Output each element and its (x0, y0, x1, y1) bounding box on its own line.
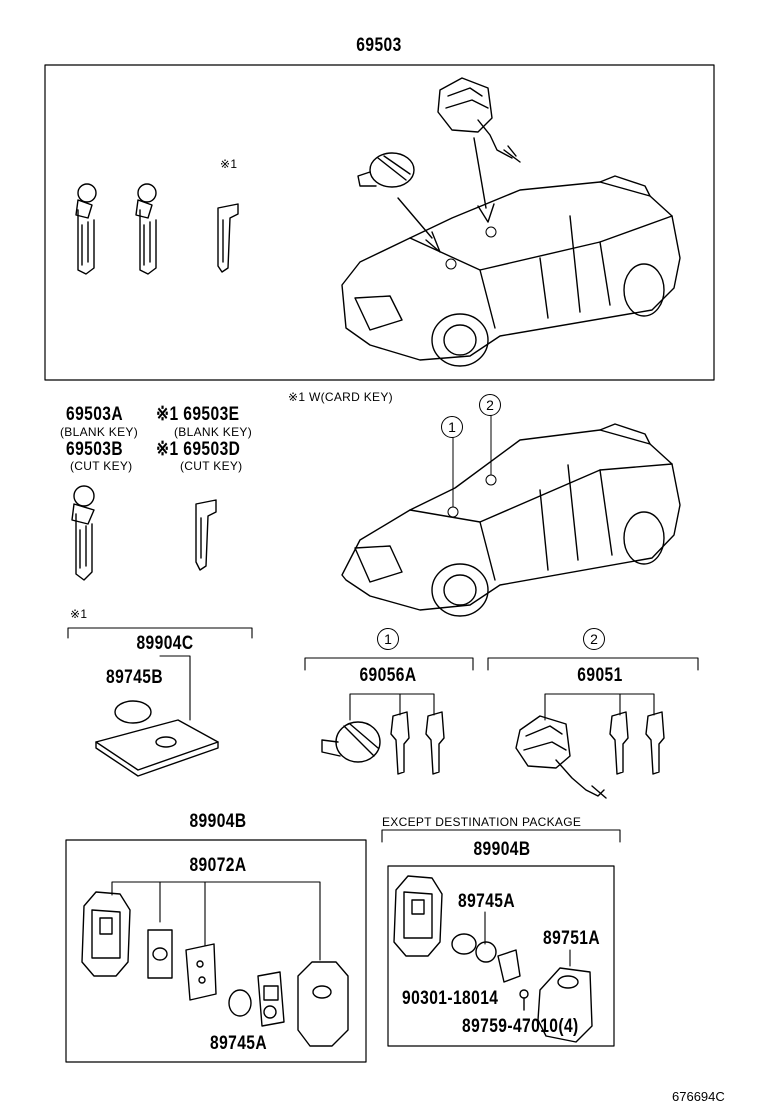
top-key-middle (135, 183, 157, 275)
label-top-assembly: 69503 (356, 35, 402, 56)
emergency-key-blade (147, 929, 173, 979)
top-card-mechanical-key (217, 203, 239, 273)
top-vehicle-outline (341, 175, 681, 367)
bracket-except-destination (381, 829, 621, 843)
label-89745b: 89745B (106, 667, 164, 688)
leader-69056a (349, 693, 435, 721)
box-89904b-left (65, 839, 367, 1063)
bracket-69051 (487, 657, 699, 671)
card-key-drawing (95, 719, 219, 777)
top-ignition-switch (437, 77, 521, 163)
box-89904b-right (387, 865, 615, 1047)
smart-key-front-cover (297, 961, 349, 1047)
label-89904b-left: 89904B (189, 811, 247, 832)
mid-key (71, 485, 95, 581)
mid-vehicle-outline (341, 413, 681, 617)
label-69051: 69051 (577, 665, 623, 686)
bracket-89904c-group (67, 627, 253, 639)
label-89904c: 89904C (136, 633, 194, 654)
arrow-to-ignition (473, 137, 495, 223)
key-cover-89751a (537, 967, 593, 1043)
key-pair-69051 (609, 711, 665, 775)
top-door-cylinder (357, 152, 415, 188)
key-cover-inner (257, 971, 285, 1027)
label-89072a: 89072A (189, 855, 247, 876)
label-89751a: 89751A (543, 928, 601, 949)
seal-plate (497, 949, 521, 983)
battery-89745a-left-drawing (228, 989, 252, 1017)
smart-key-case-open-right (393, 875, 443, 957)
label-89904b-right: 89904B (473, 839, 531, 860)
label-89759-47010: 89759-47010(4) (462, 1016, 579, 1037)
label-card-key-note: ※1 W(CARD KEY) (288, 390, 393, 404)
label-69503d: ※1 69503D (156, 439, 241, 460)
label-69503a: 69503A (66, 404, 124, 425)
label-69056a: 69056A (359, 665, 417, 686)
smart-key-case-open (81, 891, 131, 977)
callout-2-bracket: 2 (583, 628, 605, 650)
callout-1-mid: 1 (441, 416, 463, 438)
label-cut-key-1: (CUT KEY) (70, 459, 133, 473)
screw-90301 (519, 989, 529, 1011)
label-89745a-left: 89745A (210, 1033, 268, 1054)
arrow-to-door-cylinder (397, 197, 441, 253)
circuit-board (185, 943, 217, 1001)
battery-89745a-right-drawing (451, 933, 497, 963)
leader-89072a (111, 881, 321, 961)
top-key-left (75, 183, 97, 275)
top-assembly-frame (44, 64, 715, 381)
ignition-switch-drawing (515, 715, 607, 799)
label-asterisk-top: ※1 (220, 157, 238, 171)
bracket-69056a (304, 657, 474, 671)
door-cylinder-drawing (321, 721, 381, 763)
label-69503b: 69503B (66, 439, 124, 460)
key-pair-69056a (390, 711, 445, 775)
leader-69051 (544, 693, 655, 721)
label-89745a-right: 89745A (458, 891, 516, 912)
label-blank-key-1: (BLANK KEY) (60, 425, 138, 439)
leader-89904c (159, 655, 191, 721)
mid-card-mechanical-key (195, 499, 217, 571)
diagram-reference-code: 676694C (672, 1089, 725, 1104)
battery-89745b-drawing (114, 700, 152, 724)
label-cut-key-2: (CUT KEY) (180, 459, 243, 473)
label-69503e: ※1 69503E (156, 404, 240, 425)
label-90301-18014: 90301-18014 (402, 988, 499, 1009)
callout-2-mid: 2 (479, 394, 501, 416)
callout-1-bracket: 1 (377, 628, 399, 650)
label-except-destination: EXCEPT DESTINATION PACKAGE (382, 815, 582, 829)
label-asterisk-card: ※1 (70, 607, 88, 621)
label-blank-key-2: (BLANK KEY) (174, 425, 252, 439)
